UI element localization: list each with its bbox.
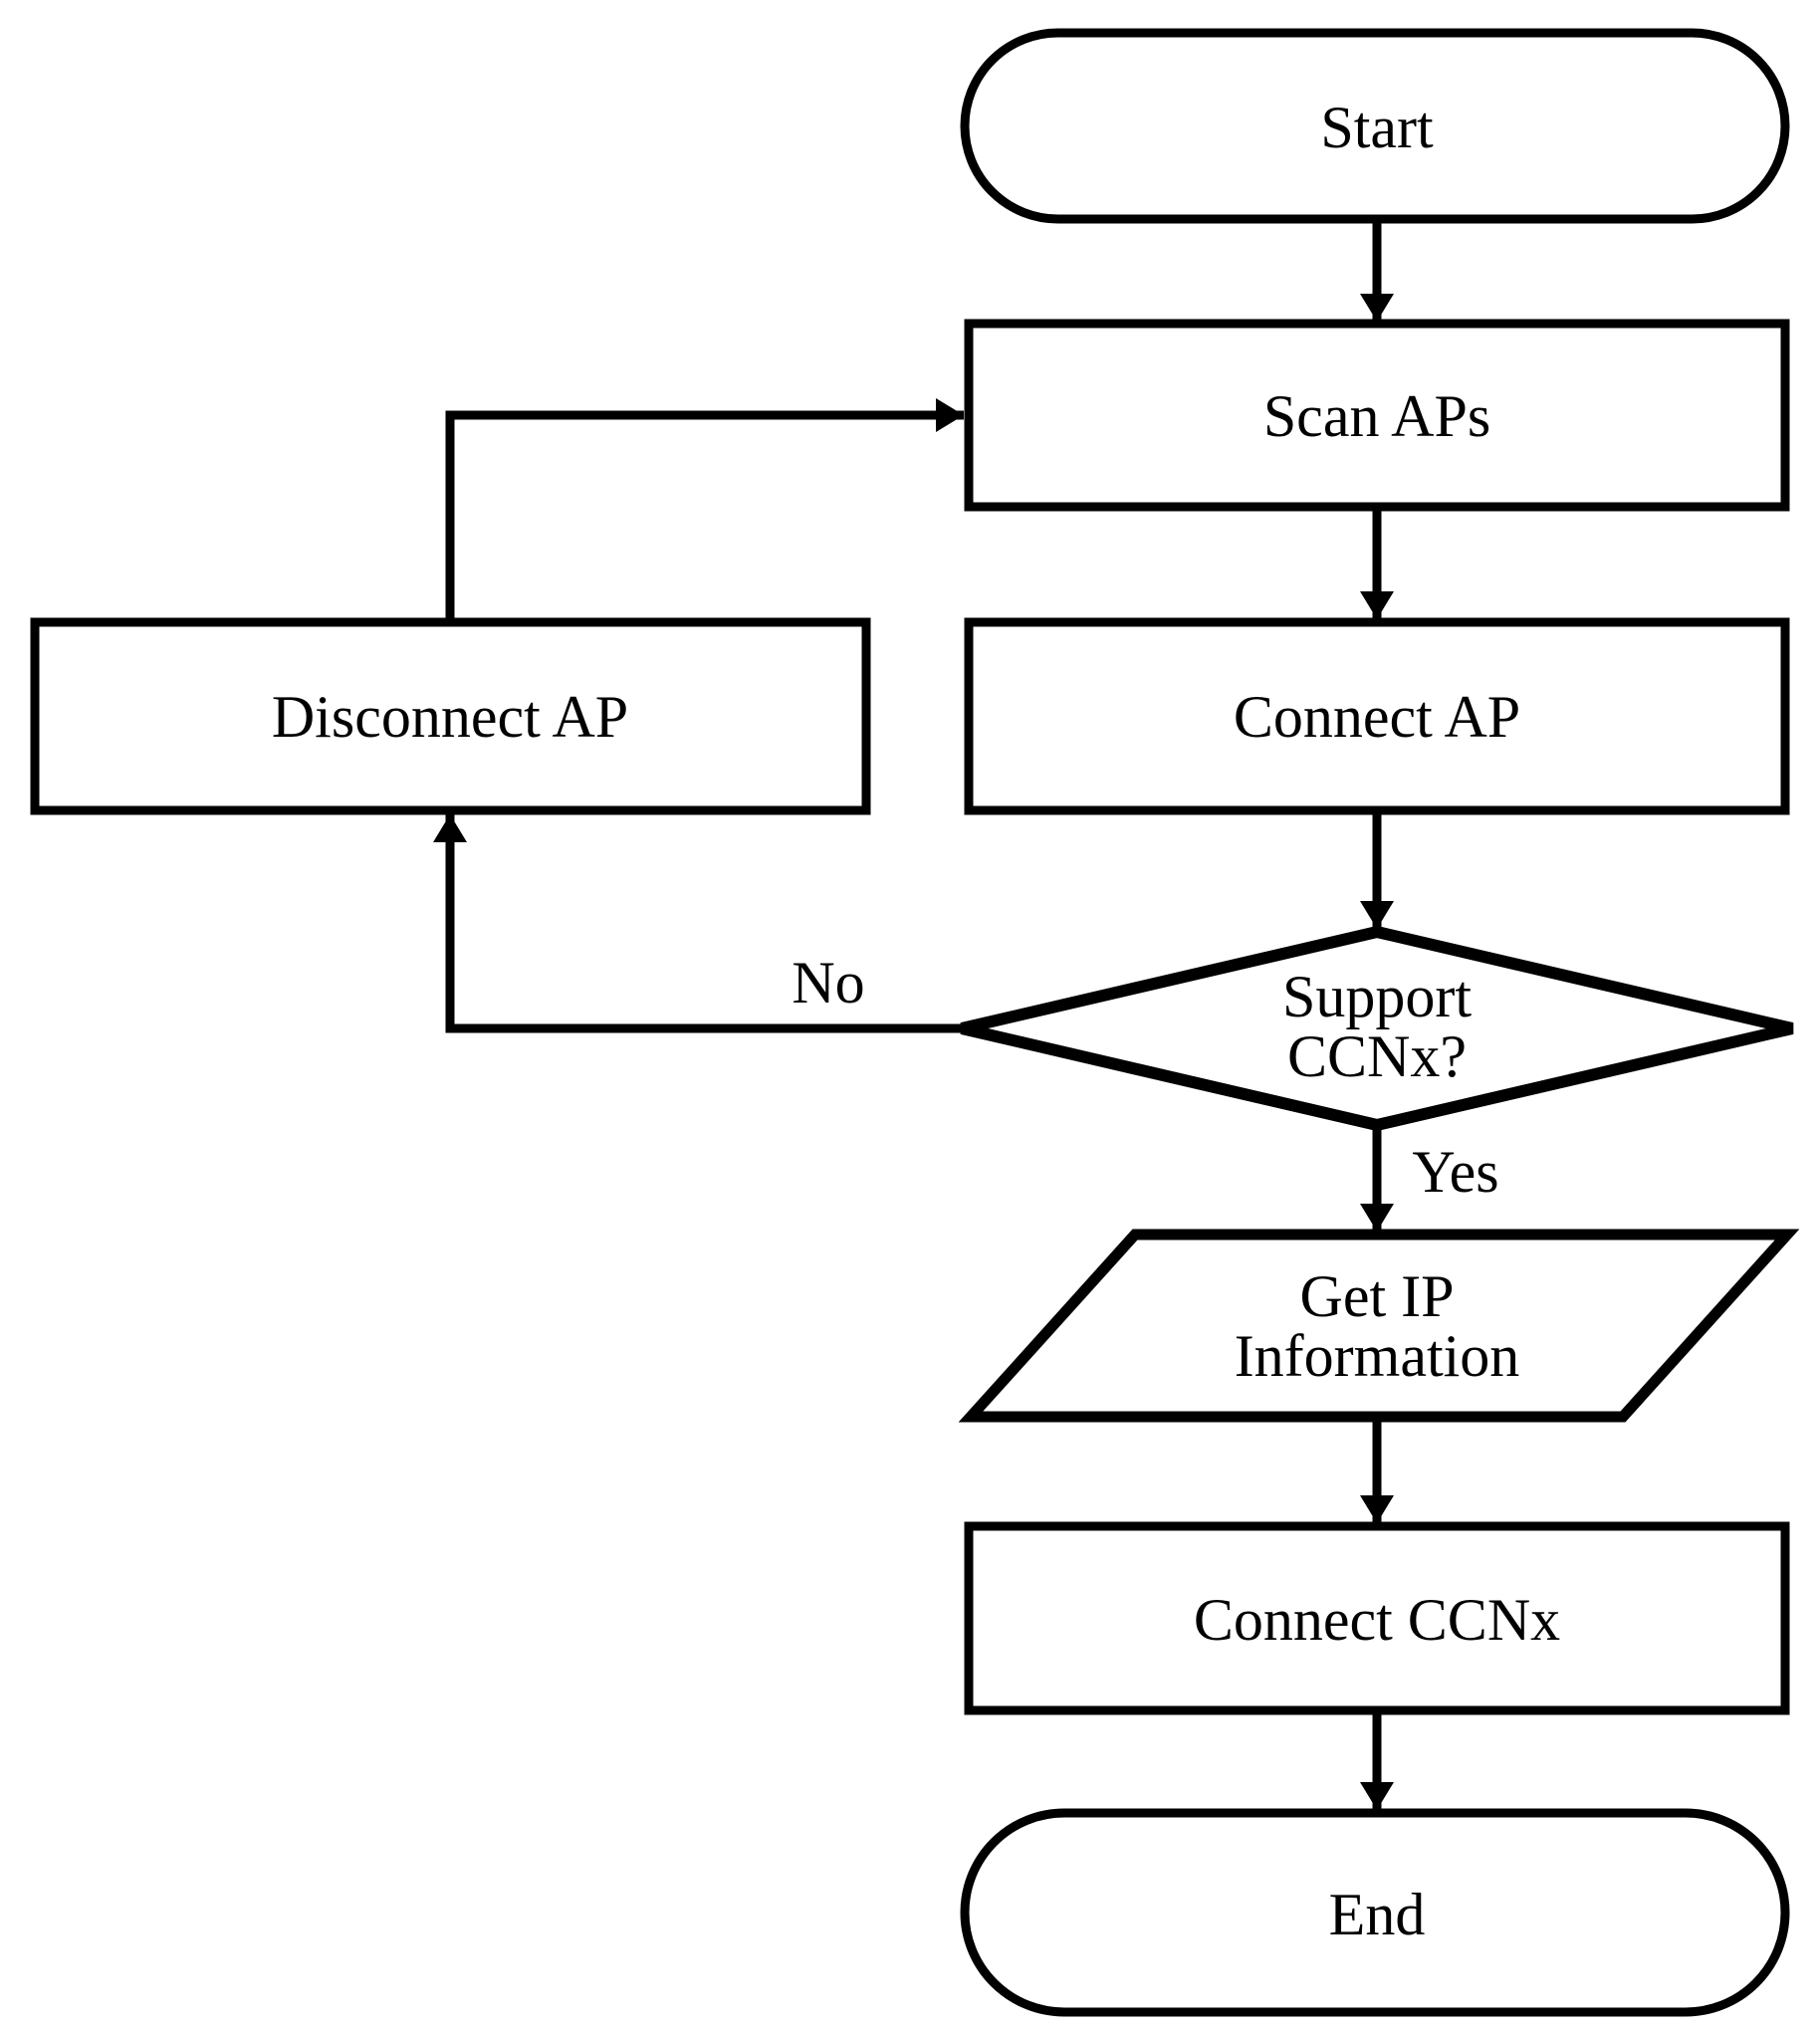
node-disconnect-ap-label: Disconnect AP bbox=[272, 684, 628, 750]
node-start-terminator bbox=[960, 28, 1790, 224]
node-support-ccnx-label-line2: CCNx? bbox=[1287, 1023, 1467, 1089]
node-scan-aps-label: Scan APs bbox=[1263, 383, 1490, 449]
edge-decision-no-to-disconnect-ap bbox=[433, 814, 962, 1033]
node-connect-ap-box bbox=[964, 617, 1790, 815]
edge-label-yes: Yes bbox=[1412, 1139, 1498, 1205]
node-get-ip-label-line1: Get IP bbox=[1300, 1263, 1455, 1329]
edge-disconnect-ap-to-scan-aps bbox=[445, 398, 964, 622]
node-start-label: Start bbox=[1320, 95, 1434, 160]
node-support-ccnx-diamond bbox=[960, 925, 1794, 1132]
node-disconnect-ap-box bbox=[30, 617, 871, 815]
edge-label-no: No bbox=[792, 950, 864, 1016]
node-end-label: End bbox=[1329, 1882, 1426, 1947]
node-support-ccnx-label-line1: Support bbox=[1282, 964, 1472, 1029]
node-connect-ap-label: Connect AP bbox=[1234, 684, 1520, 750]
node-connect-ccnx-label: Connect CCNx bbox=[1194, 1587, 1560, 1653]
node-connect-ccnx-box bbox=[964, 1521, 1790, 1715]
node-get-ip-parallelogram bbox=[958, 1229, 1800, 1423]
node-scan-aps-box bbox=[964, 319, 1790, 512]
node-end-terminator bbox=[960, 1808, 1790, 2017]
node-get-ip-label-line2: Information bbox=[1235, 1323, 1520, 1389]
